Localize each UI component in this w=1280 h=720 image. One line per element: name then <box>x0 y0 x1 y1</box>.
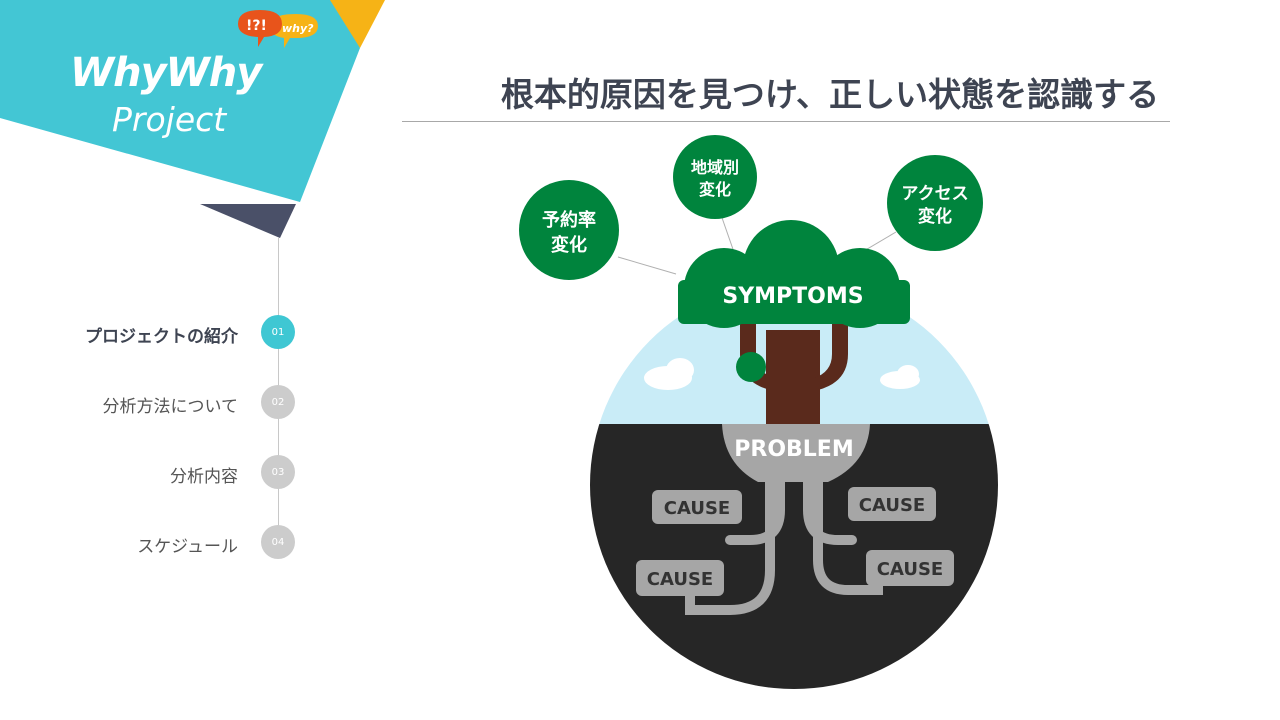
bubble-line1: 地域別 <box>691 158 739 177</box>
bubble-line1: アクセス <box>901 184 968 204</box>
nav-step-number: 04 <box>261 525 295 559</box>
speech-bubbles-icon: why? !?! <box>238 10 318 48</box>
nav-item-analysis-content[interactable]: 分析内容 03 <box>40 454 300 490</box>
cause-label: CAUSE <box>877 559 943 580</box>
bubble-line2: 変化 <box>551 234 587 256</box>
cloud-right <box>880 365 920 389</box>
root-cause-tree-diagram: SYMPTOMS PROBLEM CAUSE CAUSE CAUSE CAUSE… <box>519 135 998 689</box>
problem-label: PROBLEM <box>734 437 853 462</box>
cause-box-1: CAUSE <box>652 490 742 524</box>
symptom-bubble-access: アクセス 変化 <box>887 155 983 251</box>
tree-trunk <box>738 318 848 430</box>
nav-item-label: スケジュール <box>137 537 238 557</box>
symptoms-label: SYMPTOMS <box>722 284 863 309</box>
bubble-left-text: !?! <box>246 18 267 34</box>
cause-box-3: CAUSE <box>636 560 724 596</box>
nav-step-number: 01 <box>261 315 295 349</box>
cause-label: CAUSE <box>647 569 713 590</box>
logo-title: WhyWhy <box>70 50 262 96</box>
symptom-bubble-reservation: 予約率 変化 <box>519 180 619 280</box>
bubble-right-text: why? <box>282 22 314 35</box>
title-divider <box>402 121 1170 122</box>
bubble-line2: 変化 <box>918 206 952 227</box>
cause-label: CAUSE <box>664 498 730 519</box>
small-leaf-icon <box>736 352 766 382</box>
logo-subtitle: Project <box>112 100 227 139</box>
nav-step-number: 03 <box>261 455 295 489</box>
page-title: 根本的原因を見つけ、正しい状態を認識する <box>500 75 1160 114</box>
nav-item-project-intro[interactable]: プロジェクトの紹介 01 <box>40 314 300 350</box>
logo-background <box>0 0 385 238</box>
nav-item-label: 分析方法について <box>102 397 239 417</box>
tree-roots <box>685 465 883 615</box>
cause-box-4: CAUSE <box>866 550 954 586</box>
bubble-line2: 変化 <box>699 180 731 199</box>
cloud-left <box>644 358 694 390</box>
bubble-line1: 予約率 <box>542 209 596 231</box>
tree-canopy <box>678 220 910 328</box>
nav-item-label: プロジェクトの紹介 <box>85 327 238 347</box>
nav-item-schedule[interactable]: スケジュール 04 <box>40 524 300 560</box>
problem-shape <box>722 424 870 482</box>
cause-box-2: CAUSE <box>848 487 936 521</box>
nav-item-analysis-method[interactable]: 分析方法について 02 <box>40 384 300 420</box>
nav-item-label: 分析内容 <box>170 467 238 487</box>
nav-step-number: 02 <box>261 385 295 419</box>
symptom-bubble-region: 地域別 変化 <box>673 135 757 219</box>
cause-label: CAUSE <box>859 495 925 516</box>
